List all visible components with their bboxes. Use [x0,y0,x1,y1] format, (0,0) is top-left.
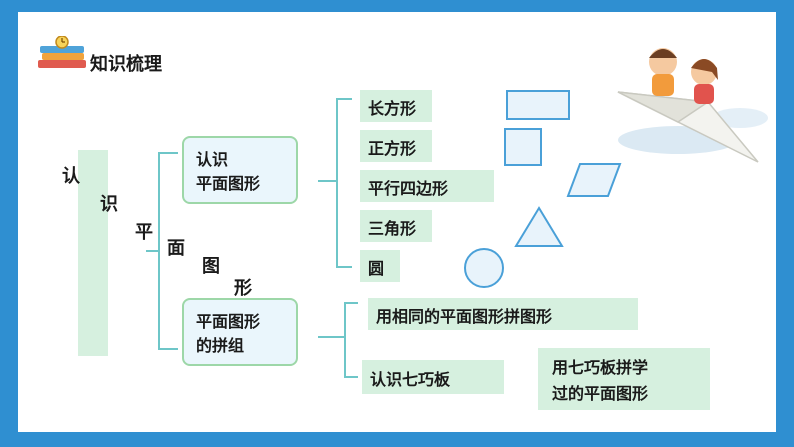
root-bar [78,150,108,356]
shape-label-parallelogram: 平行四边形 [368,179,449,198]
shape-item-parallelogram: 平行四边形 [360,170,494,202]
combine-item-tangram-build: 用七巧板拼学 过的平面图形 [538,348,710,410]
root-char-5: 图 [202,256,220,277]
root-char-6: 形 [234,278,252,299]
triangle-shape [514,206,564,247]
root-char-1: 认 [62,166,80,187]
shape-item-rectangle: 长方形 [360,90,432,122]
category-box-combine: 平面图形 的拼组 [182,298,298,366]
page-title: 知识梳理 [90,54,162,75]
combine-item-tangram: 认识七巧板 [362,360,504,394]
combine-label-tangram-build-line1: 用七巧板拼学 [552,358,649,377]
shape-item-triangle: 三角形 [360,210,432,242]
books-clock-icon [38,36,86,68]
rectangle-shape [506,90,570,120]
square-shape [504,128,542,166]
category-label-combine-line2: 的拼组 [196,336,245,355]
slide-panel: 知识梳理 认 识 平 面 图 形 认识 平面图形 [18,12,776,432]
shape-item-square: 正方形 [360,130,432,162]
brace-combine [344,302,346,378]
children-paper-plane-illustration [617,48,768,163]
shape-label-rectangle: 长方形 [368,99,417,118]
shape-label-square: 正方形 [368,139,417,158]
category-label-recognize-line2: 平面图形 [196,174,261,193]
parallelogram-shape [566,163,622,197]
combine-label-tangram-build-line2: 过的平面图形 [552,384,649,403]
root-char-4: 面 [167,238,185,259]
root-char-2: 识 [100,194,118,215]
combine-item-same-shapes: 用相同的平面图形拼图形 [368,298,638,330]
brace-main [158,152,160,350]
shape-item-circle: 圆 [360,250,400,282]
combine-label-same-shapes: 用相同的平面图形拼图形 [376,307,553,326]
category-label-combine-line1: 平面图形 [196,312,261,331]
category-label-recognize-line1: 认识 [196,150,229,169]
shape-label-circle: 圆 [368,259,385,278]
shape-label-triangle: 三角形 [368,219,417,238]
root-char-3: 平 [135,222,153,243]
combine-label-tangram: 认识七巧板 [370,370,451,389]
brace-shapes [336,98,338,268]
category-box-recognize: 认识 平面图形 [182,136,298,204]
circle-shape [464,248,504,288]
